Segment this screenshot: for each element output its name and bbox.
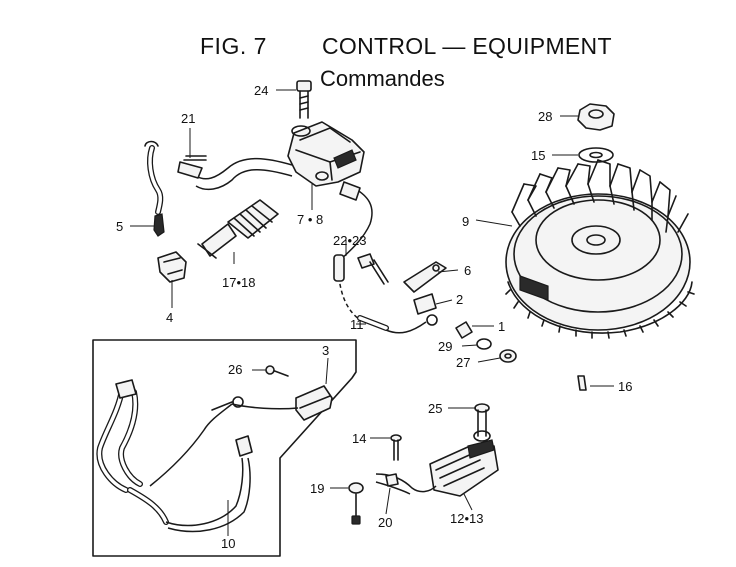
figure-title: CONTROL — EQUIPMENT bbox=[322, 33, 612, 59]
callout-11: 11 bbox=[350, 317, 364, 332]
callout-10: 10 bbox=[221, 536, 235, 551]
callout-12-13: 12•13 bbox=[450, 511, 483, 526]
callout-21: 21 bbox=[181, 111, 195, 126]
clip-5 bbox=[153, 213, 165, 237]
callout-28: 28 bbox=[538, 109, 552, 124]
harness-10 bbox=[96, 379, 299, 533]
callout-9: 9 bbox=[462, 214, 469, 229]
callout-25: 25 bbox=[428, 401, 442, 416]
callout-29: 29 bbox=[438, 339, 452, 354]
screw-14 bbox=[390, 434, 402, 461]
bracket-6 bbox=[403, 261, 447, 293]
flywheel bbox=[505, 159, 695, 339]
stop-switch-3 bbox=[295, 385, 333, 421]
callout-3: 3 bbox=[322, 343, 329, 358]
callout-16: 16 bbox=[618, 379, 632, 394]
callout-24: 24 bbox=[254, 83, 268, 98]
callout-22-23: 22•23 bbox=[333, 233, 366, 248]
nut-28 bbox=[577, 103, 615, 131]
callout-26: 26 bbox=[228, 362, 242, 377]
plug-lead-21 bbox=[144, 140, 207, 215]
washer-29 bbox=[476, 338, 492, 350]
key-16 bbox=[577, 375, 587, 391]
ring-terminal bbox=[426, 314, 438, 326]
callout-17-18: 17•18 bbox=[222, 275, 255, 290]
callout-14: 14 bbox=[352, 431, 366, 446]
callout-2: 2 bbox=[456, 292, 463, 307]
inset-frame bbox=[92, 339, 357, 557]
callout-5: 5 bbox=[116, 219, 123, 234]
connector-19 bbox=[348, 482, 364, 494]
figure-subtitle: Commandes bbox=[320, 66, 445, 91]
bolt-22-23 bbox=[357, 253, 389, 285]
ignition-coil bbox=[287, 121, 365, 187]
figure-number: FIG. 7 bbox=[200, 33, 267, 59]
callout-15: 15 bbox=[531, 148, 545, 163]
spark-plug bbox=[197, 199, 279, 259]
clamp-2 bbox=[413, 293, 437, 315]
plug-cap-4 bbox=[157, 251, 187, 283]
callout-7-8: 7 • 8 bbox=[297, 212, 323, 227]
callout-1: 1 bbox=[498, 319, 505, 334]
wire-sleeve bbox=[333, 254, 345, 282]
part-1 bbox=[455, 321, 473, 339]
callout-6: 6 bbox=[464, 263, 471, 278]
callout-19: 19 bbox=[310, 481, 324, 496]
bolt-24 bbox=[296, 80, 312, 119]
callout-4: 4 bbox=[166, 310, 173, 325]
nut-27 bbox=[499, 349, 517, 363]
terminal-20 bbox=[385, 473, 399, 487]
ignition-module bbox=[429, 430, 499, 497]
washer-15 bbox=[578, 147, 614, 163]
callout-27: 27 bbox=[456, 355, 470, 370]
callout-20: 20 bbox=[378, 515, 392, 530]
